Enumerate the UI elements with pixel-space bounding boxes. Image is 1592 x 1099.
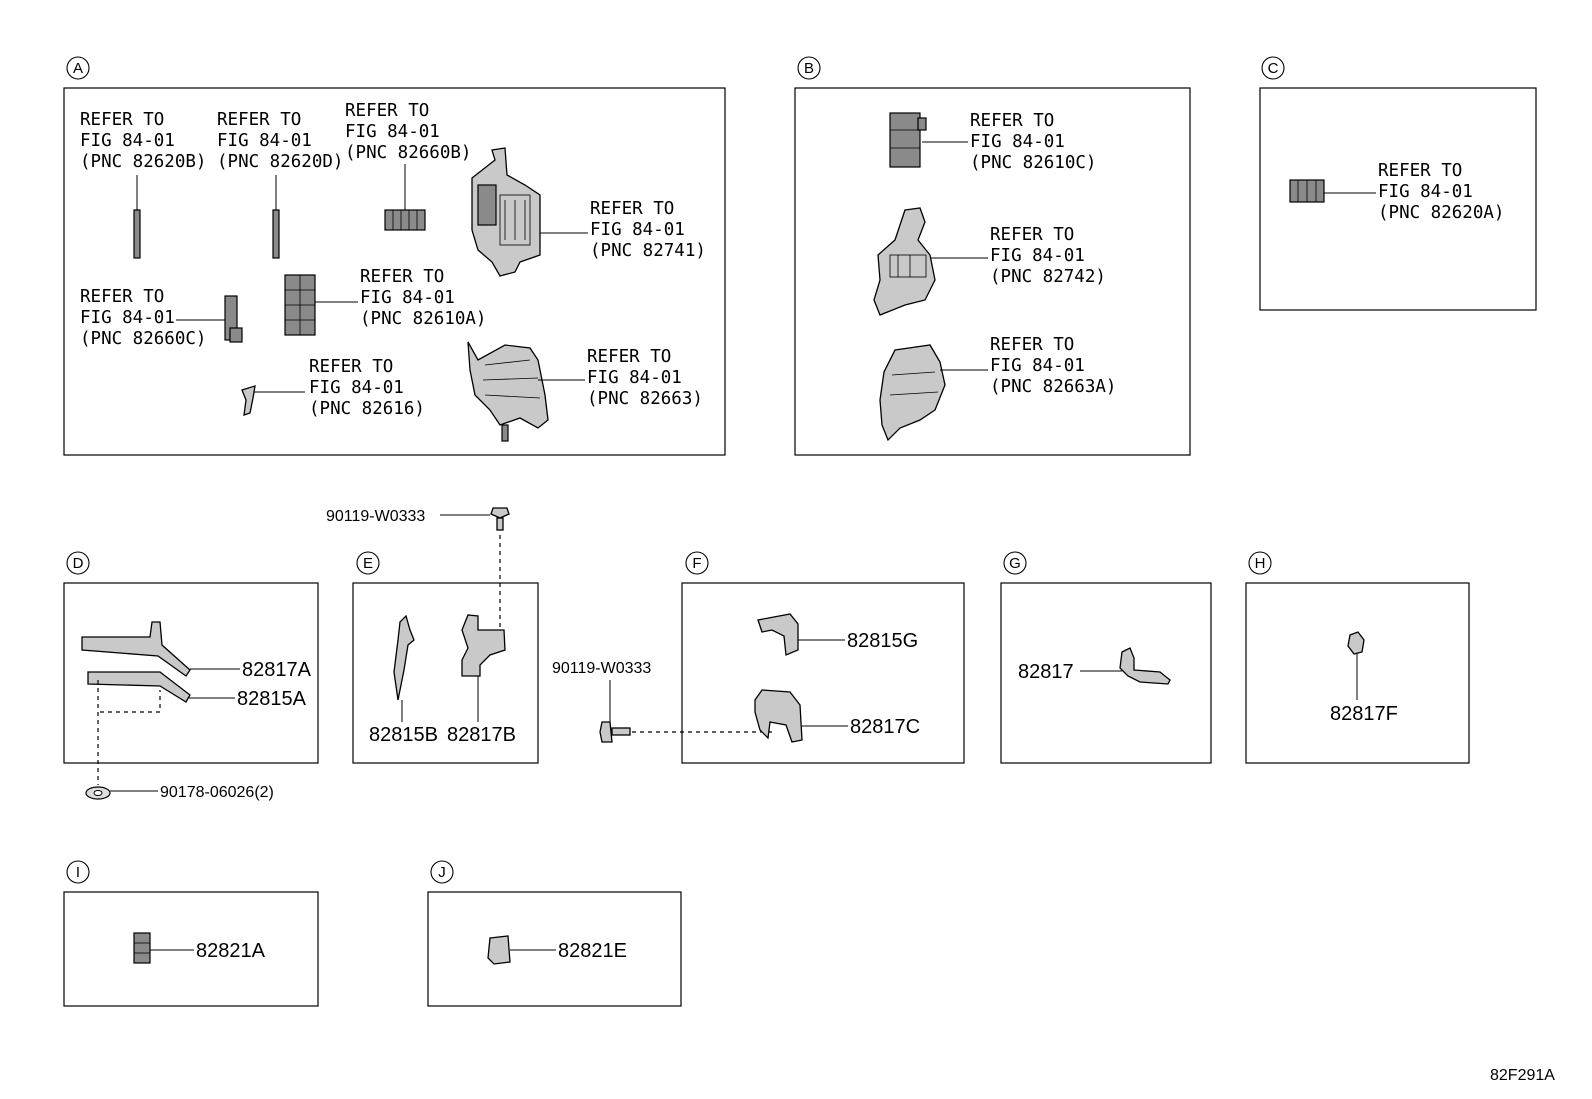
section-a-callout-82620b: REFER TO FIG 84-01 (PNC 82620B): [80, 110, 206, 172]
section-e: E 90119-W0333 82815B 82817B: [326, 507, 539, 764]
section-a-cover-82663: [467, 341, 549, 442]
section-j-frame: [427, 891, 682, 1007]
section-e-bracket-82815b: [393, 614, 415, 701]
section-b-relay-82610c: [889, 112, 927, 168]
section-f: F 90119-W0333 82815G 82817C: [552, 551, 965, 764]
section-b: B REFER TO FIG 84-01 (PNC 82610C) REFER …: [794, 56, 1191, 456]
section-b-callout-82610c: REFER TO FIG 84-01 (PNC 82610C): [970, 111, 1096, 173]
section-c-connector-82620a: [1289, 179, 1325, 203]
section-i: I 82821A: [63, 860, 319, 1007]
section-d: D 82817A 82815A 90178-06026(2): [63, 551, 319, 801]
section-d-frame: [63, 582, 319, 764]
section-j-part-82821e: 82821E: [558, 940, 627, 962]
section-e-bolt: [490, 507, 510, 531]
section-e-bracket-82817b: [461, 614, 506, 677]
section-a-callout-82616: REFER TO FIG 84-01 (PNC 82616): [309, 357, 425, 419]
section-e-frame: [352, 582, 539, 764]
section-i-frame: [63, 891, 319, 1007]
section-d-clip-fastener: [85, 786, 111, 800]
section-j: J 82821E: [427, 860, 682, 1007]
section-c-letter: C: [1268, 60, 1279, 77]
section-a-relay-block-82610a: [284, 274, 316, 336]
section-h-frame: [1245, 582, 1470, 764]
section-i-letter: I: [76, 864, 80, 881]
section-c: C REFER TO FIG 84-01 (PNC 82620A): [1259, 56, 1537, 311]
section-d-cover-82817a: [81, 621, 191, 677]
section-g-bracket-82817: [1119, 647, 1171, 685]
section-d-letter: D: [73, 555, 84, 572]
section-a-junction-box-82741: [471, 147, 541, 277]
section-b-bracket-82742: [873, 207, 936, 316]
section-f-letter: F: [692, 555, 701, 572]
section-a-callout-82741: REFER TO FIG 84-01 (PNC 82741): [590, 199, 706, 261]
section-j-holder-82821e: [487, 935, 511, 965]
section-e-fastener-90119-w0333: 90119-W0333: [326, 508, 425, 525]
section-e-part-82817b: 82817B: [447, 724, 516, 746]
section-d-part-82815a: 82815A: [237, 688, 307, 710]
section-b-letter: B: [804, 60, 814, 77]
section-f-fastener-90119-w0333: 90119-W0333: [552, 660, 651, 677]
section-a-small-connector: [224, 295, 243, 343]
section-a-letter: A: [73, 60, 83, 77]
section-a-frame: [63, 87, 726, 456]
section-c-frame: [1259, 87, 1537, 311]
section-a: A REFER TO FIG 84-01 (PNC 82620B) REFER …: [63, 56, 726, 456]
section-f-cover-82817c: [754, 689, 803, 743]
section-f-frame: [681, 582, 965, 764]
section-f-part-82815g: 82815G: [847, 630, 918, 652]
section-a-connector-block: [384, 209, 426, 231]
section-a-rod-part-2: [272, 209, 280, 259]
section-f-part-82817c: 82817C: [850, 716, 920, 738]
section-d-cover-82815a: [87, 671, 191, 703]
section-d-part-82817a: 82817A: [242, 659, 312, 681]
section-h: H 82817F: [1245, 551, 1470, 764]
section-b-callout-82663a: REFER TO FIG 84-01 (PNC 82663A): [990, 335, 1116, 397]
section-d-fastener-90178-06026: 90178-06026(2): [160, 784, 274, 801]
section-g-letter: G: [1009, 555, 1021, 572]
section-e-part-82815b: 82815B: [369, 724, 438, 746]
section-a-callout-82660c: REFER TO FIG 84-01 (PNC 82660C): [80, 287, 206, 349]
section-h-letter: H: [1255, 555, 1266, 572]
section-b-cover-82663a: [879, 344, 946, 442]
section-b-callout-82742: REFER TO FIG 84-01 (PNC 82742): [990, 225, 1106, 287]
section-a-callout-82660b: REFER TO FIG 84-01 (PNC 82660B): [345, 101, 471, 163]
section-e-letter: E: [363, 555, 373, 572]
section-a-callout-82610a: REFER TO FIG 84-01 (PNC 82610A): [360, 267, 486, 329]
section-h-part-82817f: 82817F: [1330, 703, 1398, 725]
section-f-bolt: [599, 721, 631, 743]
section-g: G 82817: [1000, 551, 1212, 764]
section-f-cover-82815g: [757, 613, 799, 656]
section-a-clip-82616: [241, 385, 256, 416]
section-a-rod-part-1: [133, 209, 141, 259]
section-a-callout-82663: REFER TO FIG 84-01 (PNC 82663): [587, 347, 703, 409]
section-h-clip-82817f: [1347, 631, 1365, 655]
section-g-frame: [1000, 582, 1212, 764]
section-c-callout-82620a: REFER TO FIG 84-01 (PNC 82620A): [1378, 161, 1504, 223]
section-j-letter: J: [438, 864, 446, 881]
section-b-frame: [794, 87, 1191, 456]
section-g-part-82817: 82817: [1018, 661, 1074, 683]
diagram-code: 82F291A: [1490, 1067, 1555, 1084]
section-a-callout-82620d: REFER TO FIG 84-01 (PNC 82620D): [217, 110, 343, 172]
section-i-fuse-block-82821a: [133, 932, 151, 964]
section-i-part-82821a: 82821A: [196, 940, 266, 962]
